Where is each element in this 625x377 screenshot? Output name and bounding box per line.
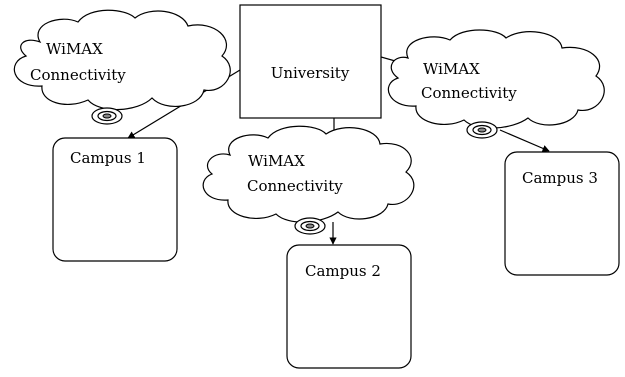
antenna-icon <box>294 217 326 235</box>
campus-1-node: Campus 1 <box>52 137 178 262</box>
antenna-icon <box>91 107 123 125</box>
campus-3-label: Campus 3 <box>522 169 598 187</box>
cloud-2-line2: Connectivity <box>247 177 343 195</box>
cloud-2-line1: WiMAX <box>248 152 305 170</box>
cloud-3-line2: Connectivity <box>421 84 517 102</box>
connector-cloud3-campus3 <box>499 129 550 152</box>
university-node: University <box>239 4 382 119</box>
wimax-cloud-3: WiMAX Connectivity <box>387 29 605 129</box>
cloud-1-line2: Connectivity <box>30 66 126 84</box>
campus-2-label: Campus 2 <box>305 262 381 280</box>
campus-3-node: Campus 3 <box>504 151 620 276</box>
cloud-1-line1: WiMAX <box>46 40 103 58</box>
wimax-cloud-1: WiMAX Connectivity <box>13 9 231 111</box>
cloud-3-line1: WiMAX <box>423 60 480 78</box>
antenna-icon <box>466 121 498 139</box>
university-label: University <box>271 64 350 82</box>
wimax-cloud-2: WiMAX Connectivity <box>202 125 415 223</box>
campus-2-node: Campus 2 <box>286 244 412 369</box>
campus-1-label: Campus 1 <box>70 149 146 167</box>
